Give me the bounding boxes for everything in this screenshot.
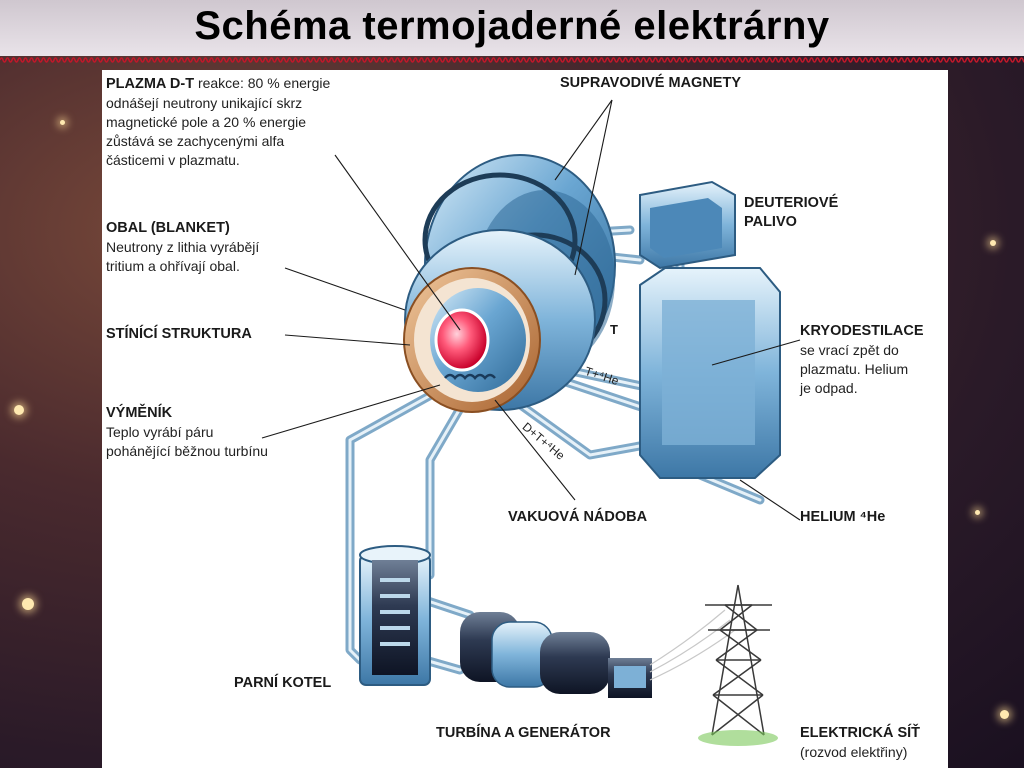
heat-exchanger-coil	[444, 373, 496, 380]
background-star	[975, 510, 980, 515]
label-kryodestilace: KRYODESTILACE se vrací zpět do plazmatu.…	[800, 322, 924, 398]
background-star	[990, 240, 996, 246]
steam-boiler	[359, 545, 431, 686]
deuterium-tank	[639, 180, 736, 270]
label-deuteriove-line2: PALIVO	[744, 214, 797, 230]
label-vymenik-line2: pohánějící běžnou turbínu	[106, 443, 268, 459]
wavy-divider	[0, 57, 1024, 63]
turbine-generator	[460, 612, 652, 698]
background-star	[60, 120, 65, 125]
label-obal-heading: OBAL (BLANKET)	[106, 220, 230, 236]
cryodistillation-unit	[639, 267, 781, 479]
label-supravodive-magnety: SUPRAVODIVÉ MAGNETY	[560, 75, 742, 91]
label-turbina-generator: TURBÍNA A GENERÁTOR	[436, 725, 611, 741]
label-obal: OBAL (BLANKET) Neutrony z lithia vyráběj…	[106, 219, 259, 276]
label-elektricka-heading: ELEKTRICKÁ SÍŤ	[800, 725, 921, 741]
electricity-pylon	[705, 584, 772, 736]
title-bar	[0, 0, 1024, 56]
label-vymenik: VÝMĚNÍK Teplo vyrábí páru pohánějící běž…	[106, 404, 268, 461]
label-kryo-line3: je odpad.	[800, 380, 858, 396]
label-plazma-line2: odnášejí neutrony unikající skrz	[106, 95, 303, 111]
label-kryo-heading: KRYODESTILACE	[800, 323, 924, 339]
label-plazma-line3: magnetické pole a 20 % energie	[106, 114, 307, 130]
pipe-label-t: T	[610, 322, 618, 337]
label-obal-line1: Neutrony z lithia vyrábějí	[106, 239, 260, 255]
background-star	[1000, 710, 1009, 719]
return-pipe	[425, 395, 470, 580]
label-vakuova-nadoba: VAKUOVÁ NÁDOBA	[508, 509, 648, 525]
slide-title: Schéma termojaderné elektrárny	[194, 4, 830, 48]
label-plazma-line4: zůstává se zachycenými alfa	[106, 133, 285, 149]
background-star	[14, 405, 24, 415]
background-star	[22, 598, 34, 610]
leader-lines	[261, 99, 801, 521]
label-plazma-text: reakce: 80 % energie	[194, 75, 331, 91]
label-elektricka-sit: ELEKTRICKÁ SÍŤ (rozvod elektřiny)	[800, 724, 920, 762]
reactor-vessel	[403, 229, 596, 413]
label-kryo-line1: se vrací zpět do	[800, 342, 899, 358]
label-plazma-heading: PLAZMA D-T	[106, 76, 195, 92]
label-vymenik-line1: Teplo vyrábí páru	[106, 424, 214, 440]
label-plazma: PLAZMA D-T reakce: 80 % energie odnášejí…	[106, 74, 330, 170]
label-parni-kotel: PARNÍ KOTEL	[234, 675, 332, 691]
label-vymenik-heading: VÝMĚNÍK	[106, 405, 173, 421]
power-lines	[649, 609, 736, 681]
label-elektricka-line1: (rozvod elektřiny)	[800, 744, 908, 760]
plasma-ring	[434, 308, 490, 372]
label-kryo-line2: plazmatu. Helium	[800, 361, 909, 377]
label-deuteriove-palivo: DEUTERIOVÉ PALIVO	[744, 194, 838, 232]
label-stinici-struktura: STÍNÍCÍ STRUKTURA	[106, 326, 252, 342]
label-deuteriove-line1: DEUTERIOVÉ	[744, 195, 839, 211]
label-plazma-line5: částicemi v plazmatu.	[106, 152, 240, 168]
label-obal-line2: tritium a ohřívají obal.	[106, 258, 240, 274]
label-helium: HELIUM ⁴He	[800, 509, 886, 525]
pylon-ground	[698, 730, 778, 746]
